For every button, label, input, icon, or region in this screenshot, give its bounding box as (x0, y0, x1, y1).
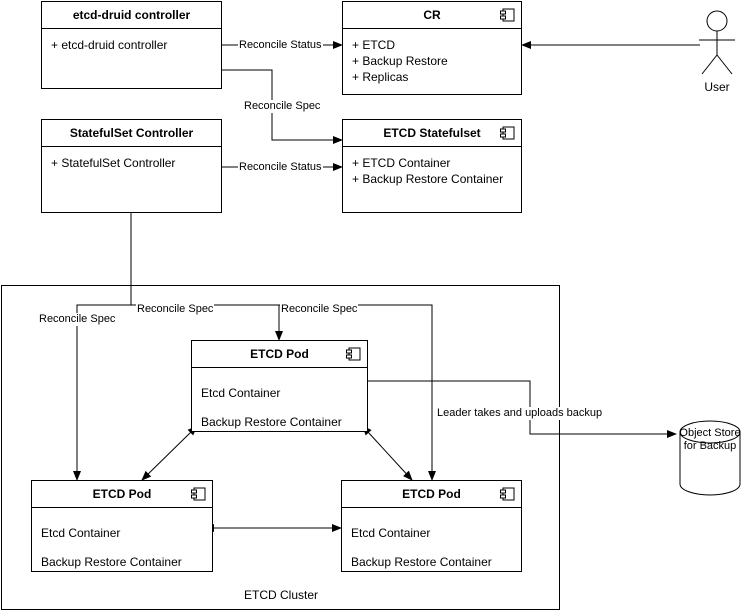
etcd-pod-right-title: ETCD Pod (342, 481, 521, 508)
cr-title: CR (343, 2, 521, 29)
actor-icon (699, 10, 735, 75)
etcd-cluster-label: ETCD Cluster (243, 588, 318, 602)
database-cylinder-icon (679, 420, 741, 496)
edge-label-reconcile-spec-left: Reconcile Spec (38, 313, 117, 326)
statefulset-controller-body: + StatefulSet Controller (42, 147, 221, 212)
cr-item-1: + Backup Restore (352, 54, 448, 68)
etcd-druid-controller-body: + etcd-druid controller (42, 29, 221, 88)
edge-label-leader-backup: Leader takes and uploads backup (436, 407, 604, 420)
node-etcd-pod-left[interactable]: ETCD Pod Etcd Container Backup Restore C… (31, 480, 213, 572)
edge-label-reconcile-spec-mid: Reconcile Spec (136, 303, 215, 316)
etcd-statefulset-item-1: + Backup Restore Container (352, 172, 504, 186)
etcd-statefulset-body: + ETCD Container + Backup Restore Contai… (343, 147, 521, 212)
cr-body: + ETCD + Backup Restore + Replicas (343, 29, 521, 94)
etcd-pod-left-body: Etcd Container Backup Restore Container (32, 508, 212, 571)
edge-label-reconcile-spec-right: Reconcile Spec (280, 303, 359, 316)
etcd-pod-right-item-0: Etcd Container (351, 526, 431, 540)
etcd-pod-left-title: ETCD Pod (32, 481, 212, 508)
component-icon (500, 487, 515, 501)
etcd-statefulset-title: ETCD Statefulset (343, 120, 521, 147)
etcd-cluster-region (1, 285, 560, 610)
statefulset-controller-title: StatefulSet Controller (42, 120, 221, 147)
component-icon (346, 347, 361, 361)
node-etcd-pod-top[interactable]: ETCD Pod Etcd Container Backup Restore C… (191, 340, 368, 432)
component-icon (500, 126, 515, 140)
etcd-pod-right-body: Etcd Container Backup Restore Container (342, 508, 521, 571)
etcd-pod-left-item-0: Etcd Container (41, 526, 121, 540)
etcd-pod-top-item-1: Backup Restore Container (201, 415, 342, 429)
node-etcd-druid-controller[interactable]: etcd-druid controller + etcd-druid contr… (41, 1, 222, 89)
edge-label-reconcile-status-sts: Reconcile Status (238, 161, 323, 174)
etcd-statefulset-item-0: + ETCD Container (352, 156, 451, 170)
etcd-druid-controller-item-0: + etcd-druid controller (51, 38, 168, 52)
edge-label-reconcile-status-cr: Reconcile Status (238, 39, 323, 52)
node-cr[interactable]: CR + ETCD + Backup Restore + Replicas (342, 1, 522, 95)
statefulset-controller-item-0: + StatefulSet Controller (51, 156, 176, 170)
cr-item-0: + ETCD (352, 38, 396, 52)
etcd-pod-right-item-1: Backup Restore Container (351, 555, 492, 569)
user-label: User (704, 80, 730, 94)
etcd-pod-top-item-0: Etcd Container (201, 386, 281, 400)
node-etcd-pod-right[interactable]: ETCD Pod Etcd Container Backup Restore C… (341, 480, 522, 572)
etcd-druid-controller-title: etcd-druid controller (42, 2, 221, 29)
edge-label-reconcile-spec-statefulset: Reconcile Spec (243, 100, 322, 113)
component-icon (191, 487, 206, 501)
etcd-pod-left-item-1: Backup Restore Container (41, 555, 182, 569)
node-statefulset-controller[interactable]: StatefulSet Controller + StatefulSet Con… (41, 119, 222, 213)
etcd-pod-top-body: Etcd Container Backup Restore Container (192, 368, 367, 431)
cr-item-2: + Replicas (352, 70, 409, 84)
etcd-pod-top-title: ETCD Pod (192, 341, 367, 368)
component-icon (500, 8, 515, 22)
object-store-label: Object Store for Backup (679, 427, 741, 452)
node-etcd-statefulset[interactable]: ETCD Statefulset + ETCD Container + Back… (342, 119, 522, 213)
